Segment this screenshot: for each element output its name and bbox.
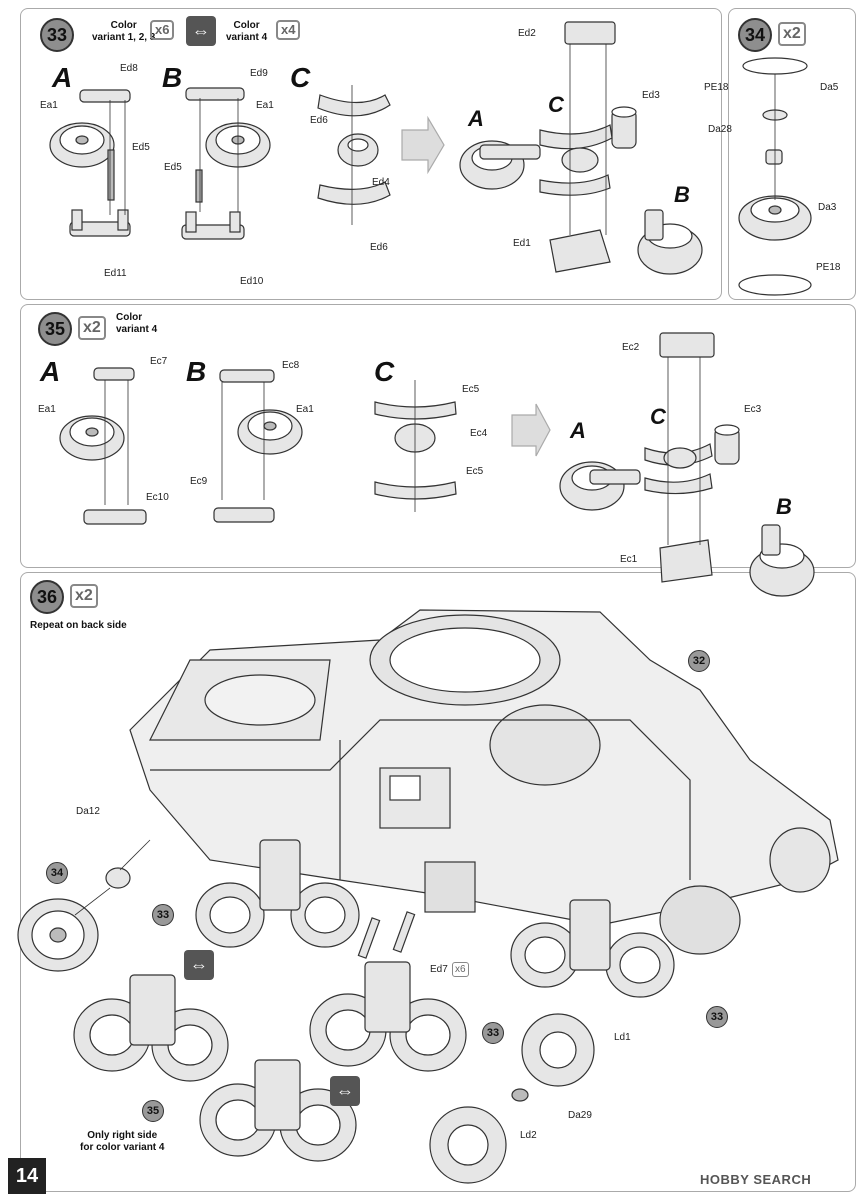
part-label: Ed2 (518, 28, 536, 39)
part-label: Da3 (818, 202, 837, 213)
multiplier-badge: x2 (70, 584, 98, 608)
step-callout: 33 (152, 904, 174, 926)
note-line: Only right side (87, 1130, 158, 1141)
part-label: Ed5 (132, 142, 150, 153)
part-label: Ea1 (38, 404, 56, 415)
part-label: Ed9 (250, 68, 268, 79)
color-label: Color (110, 20, 137, 31)
step-callout: 34 (46, 862, 68, 884)
part-label: Ec5 (466, 466, 484, 477)
step-callout: 33 (706, 1006, 728, 1028)
step-number: 33 (46, 24, 68, 45)
multiplier-badge: x2 (778, 22, 806, 46)
variant-label: variant 4 (226, 32, 268, 43)
swap-icon: ⇔ (330, 1076, 360, 1106)
assembly-label-c: C (548, 92, 564, 117)
part-label: Ec5 (462, 384, 480, 395)
subassembly-label-a: A (40, 356, 61, 387)
part-label: Ld2 (520, 1130, 537, 1141)
step-callout: 35 (142, 1100, 164, 1122)
part-label: Ed3 (642, 90, 660, 101)
part-label: Ed7 (430, 964, 448, 975)
color-label: Color (233, 20, 260, 31)
step-35-badge: 35 (38, 312, 72, 346)
part-label: Ed5 (164, 162, 182, 173)
color-label: Color (116, 312, 143, 323)
multiplier-badge: x2 (78, 316, 106, 340)
subassembly-label-c: C (374, 356, 395, 387)
part-label: Ec4 (470, 428, 488, 439)
part-label: Ed1 (513, 238, 531, 249)
part-label: Ed10 (240, 276, 264, 287)
part-label: Ed6 (370, 242, 388, 253)
part-label: Da12 (76, 806, 100, 817)
part-label: Ec7 (150, 356, 168, 367)
part-label: Ed8 (120, 63, 138, 74)
watermark: HOBBY SEARCH (700, 1172, 812, 1187)
part-label: Ec3 (744, 404, 762, 415)
assembly-label-b: B (776, 494, 792, 519)
step-number: 36 (36, 586, 58, 607)
swap-icon: ⇔ (186, 16, 216, 46)
part-label: Ec8 (282, 360, 300, 371)
part-label: Ea1 (40, 100, 58, 111)
repeat-note: Repeat on back side (30, 620, 127, 631)
multiplier-badge: x4 (276, 20, 301, 40)
variant-label: variant 1, 2, 3 (92, 32, 156, 43)
assembly-label-c: C (650, 404, 666, 429)
part-label: PE18 (816, 262, 841, 273)
part-label: Ec9 (190, 476, 208, 487)
multiplier-badge: x6 (452, 962, 469, 977)
step34-frame (728, 8, 856, 300)
part-label: Ld1 (614, 1032, 631, 1043)
subassembly-label-b: B (186, 356, 207, 387)
subassembly-label-b: B (162, 62, 183, 93)
step-callout: 33 (482, 1022, 504, 1044)
part-label: Da5 (820, 82, 839, 93)
step33-frame (20, 8, 722, 300)
part-label: Ed4 (372, 177, 390, 188)
page-number: 14 (8, 1158, 46, 1194)
step-34-badge: 34 (738, 18, 772, 52)
variant-label: variant 4 (116, 324, 158, 335)
part-label: Ed11 (104, 268, 127, 279)
step-number: 35 (44, 318, 66, 339)
part-label: Ec10 (146, 492, 169, 503)
step35-frame (20, 304, 856, 568)
part-label: Da29 (568, 1110, 592, 1121)
step-33-badge: 33 (40, 18, 74, 52)
assembly-label-a: A (570, 418, 586, 443)
part-label: Ec1 (620, 554, 638, 565)
step36-frame (20, 572, 856, 1192)
assembly-label-b: B (674, 182, 690, 207)
swap-icon: ⇔ (184, 950, 214, 980)
step-number: 34 (744, 24, 766, 45)
part-label: Ea1 (296, 404, 314, 415)
subassembly-label-a: A (52, 62, 73, 93)
note-line: for color variant 4 (80, 1142, 165, 1153)
part-label: Ea1 (256, 100, 274, 111)
multiplier-badge: x6 (150, 20, 175, 40)
part-label: Da28 (708, 124, 732, 135)
part-label: Ed6 (310, 115, 328, 126)
step-36-badge: 36 (30, 580, 64, 614)
step-callout: 32 (688, 650, 710, 672)
part-label: PE18 (704, 82, 729, 93)
assembly-label-a: A (468, 106, 484, 131)
subassembly-label-c: C (290, 62, 311, 93)
part-label: Ec2 (622, 342, 640, 353)
